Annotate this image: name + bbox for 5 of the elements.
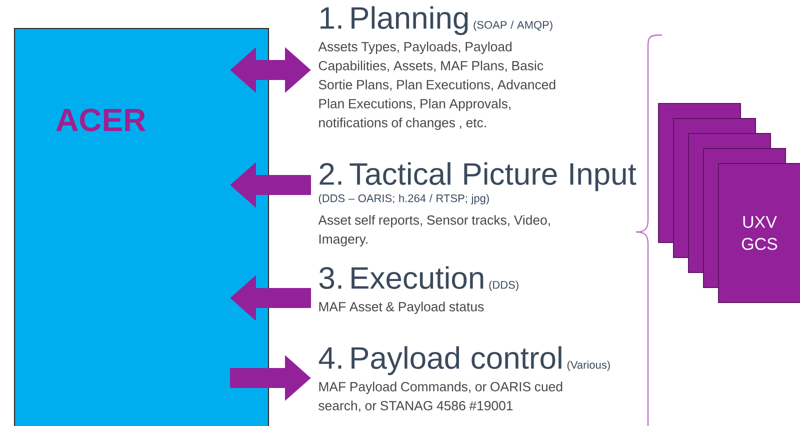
section-text: 4. Payload control (Various) MAF Payload Commands, or OARIS cued search, or STANAG 4586 #19001 (318, 346, 610, 412)
section-text: 1. Planning (SOAP / AMQP) Assets Types, Payloads, Payload Capabilities, Assets, MAF Plans, Basic Sortie Plans, Plan Executions, Advanced Plan Executions, Plan Approvals, notifications of changes , etc. (318, 6, 556, 130)
gcs-box: UXV GCS (718, 163, 800, 303)
section-text: 2. Tactical Picture Input (DDS – OARIS; h.264 / RTSP; jpg) Asset self reports, Sensor tracks, Video, Imagery. (318, 162, 636, 246)
system-box: ACER (14, 28, 269, 426)
